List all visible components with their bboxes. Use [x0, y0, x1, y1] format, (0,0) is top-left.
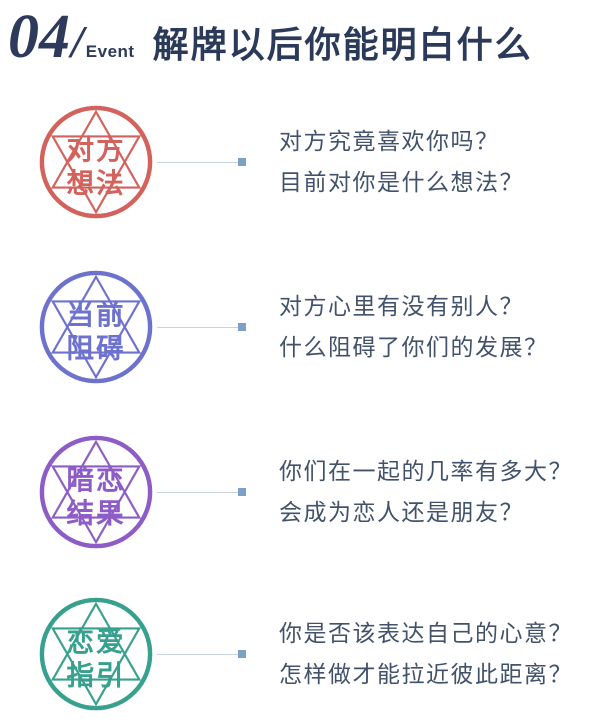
- question-line: 你们在一起的几率有多大？: [279, 458, 573, 484]
- badge-triangle-down: [50, 300, 142, 380]
- badge-label-line2: 指引: [67, 659, 126, 690]
- hexagram-badge-icon: 暗恋 结果: [39, 435, 153, 549]
- feature-row: 当前 阻碍 对方心里有没有别人？ 什么阻碍了你们的发展？: [37, 267, 605, 387]
- badge-circle: [39, 105, 153, 219]
- hexagram-badge: 暗恋 结果: [37, 433, 155, 551]
- question-line: 会成为恋人还是朋友？: [279, 499, 524, 525]
- hexagram-badge: 恋爱 指引: [37, 595, 155, 713]
- page-title: 解牌以后你能明白什么: [152, 24, 533, 65]
- question-line: 你是否该表达自己的心意？: [279, 620, 573, 646]
- connector-line: [157, 322, 246, 331]
- section-slash: /: [71, 16, 84, 67]
- question-block: 你是否该表达自己的心意？ 怎样做才能拉近彼此距离？: [279, 613, 573, 695]
- badge-circle: [39, 597, 153, 711]
- question-block: 你们在一起的几率有多大？ 会成为恋人还是朋友？: [279, 451, 573, 533]
- badge-triangle-up: [50, 109, 142, 189]
- badge-label-line1: 当前: [67, 299, 126, 330]
- badge-triangle-down: [50, 627, 142, 707]
- hexagram-badge: 对方 想法: [37, 103, 155, 221]
- badge-triangle-down: [50, 135, 142, 215]
- hexagram-badge-icon: 对方 想法: [39, 105, 153, 219]
- badge-label-line1: 对方: [67, 134, 126, 165]
- feature-row: 恋爱 指引 你是否该表达自己的心意？ 怎样做才能拉近彼此距离？: [37, 594, 605, 714]
- question-line: 对方心里有没有别人？: [279, 293, 524, 319]
- badge-label-line1: 恋爱: [67, 626, 126, 657]
- question-line: 什么阻碍了你们的发展？: [279, 334, 549, 360]
- connector-line: [157, 487, 246, 496]
- question-block: 对方心里有没有别人？ 什么阻碍了你们的发展？: [279, 286, 549, 368]
- badge-triangle-down: [50, 465, 142, 545]
- question-line: 怎样做才能拉近彼此距离？: [279, 661, 573, 687]
- question-line: 对方究竟喜欢你吗？: [279, 128, 500, 154]
- feature-row: 暗恋 结果 你们在一起的几率有多大？ 会成为恋人还是朋友？: [37, 432, 605, 552]
- connector-dot: [238, 487, 246, 496]
- question-block: 对方究竟喜欢你吗？ 目前对你是什么想法？: [279, 121, 524, 203]
- section-number: 04: [8, 3, 70, 71]
- section-header: 04 / Event 解牌以后你能明白什么: [8, 0, 605, 80]
- badge-label-line2: 想法: [67, 167, 126, 198]
- section-event-label: Event: [85, 42, 135, 61]
- hexagram-badge: 当前 阻碍: [37, 268, 155, 386]
- connector-dot: [238, 649, 246, 658]
- connector-dot: [238, 157, 246, 166]
- hexagram-badge-icon: 当前 阻碍: [39, 270, 153, 384]
- badge-label-line1: 暗恋: [67, 464, 126, 495]
- hexagram-badge-icon: 恋爱 指引: [39, 597, 153, 711]
- badge-circle: [39, 435, 153, 549]
- badge-label-line2: 结果: [67, 497, 126, 528]
- badge-label-line2: 阻碍: [67, 332, 126, 363]
- badge-triangle-up: [50, 601, 142, 681]
- question-line: 目前对你是什么想法？: [279, 169, 524, 195]
- badge-triangle-up: [50, 274, 142, 354]
- feature-row: 对方 想法 对方究竟喜欢你吗？ 目前对你是什么想法？: [37, 102, 605, 222]
- connector-dot: [238, 322, 246, 331]
- connector-line: [157, 157, 246, 166]
- connector-line: [157, 649, 246, 658]
- badge-circle: [39, 270, 153, 384]
- badge-triangle-up: [50, 439, 142, 519]
